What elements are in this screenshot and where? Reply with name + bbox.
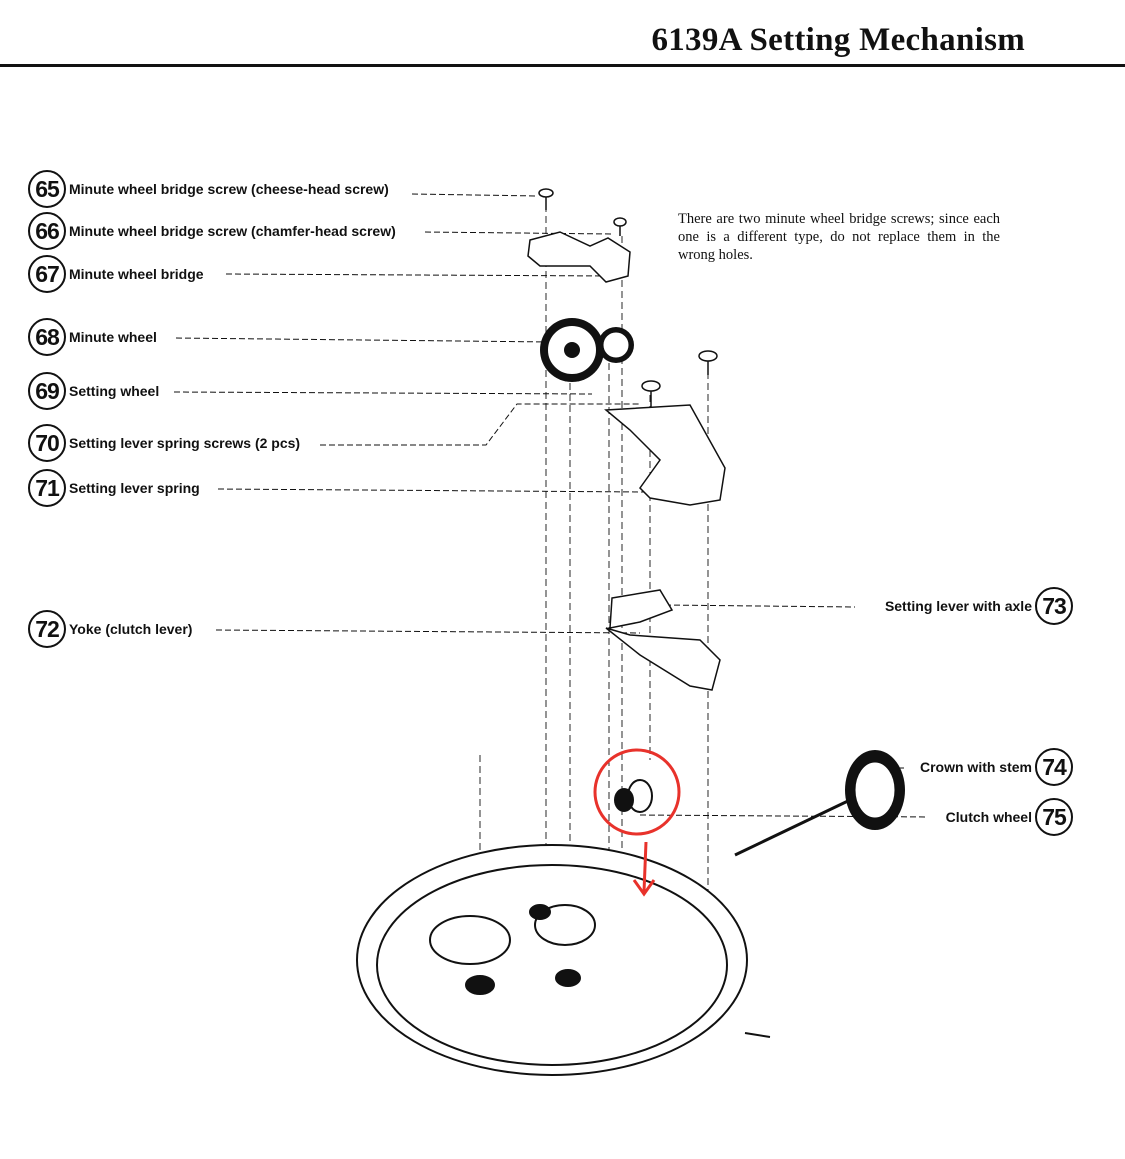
callout-label: Setting lever spring screws (2 pcs) [66, 435, 304, 451]
callout-label: Setting lever spring [66, 480, 203, 496]
screw-icon [538, 188, 554, 210]
callout-number: 66 [28, 212, 66, 250]
callout-number: 73 [1035, 587, 1073, 625]
crown-icon [734, 750, 905, 857]
callout-label: Minute wheel bridge screw (chamfer-head … [66, 223, 399, 239]
yoke-icon [605, 627, 721, 691]
setting-lever-icon [609, 589, 674, 629]
callout-label: Minute wheel bridge screw (cheese-head s… [66, 181, 392, 197]
callout-number: 67 [28, 255, 66, 293]
callout-number: 69 [28, 372, 66, 410]
callout-number: 71 [28, 469, 66, 507]
clutch-wheel-icon [614, 779, 653, 813]
callout-label: Clutch wheel [942, 809, 1035, 825]
minute-wheel-icon [540, 318, 604, 382]
callout-label: Minute wheel [66, 329, 160, 345]
highlight-circle [593, 748, 681, 836]
callout-number: 68 [28, 318, 66, 356]
callout-69: 69 Setting wheel [28, 372, 163, 410]
leader-lines [173, 193, 929, 818]
highlight-arrow-icon [632, 841, 656, 897]
callout-label: Minute wheel bridge [66, 266, 207, 282]
callout-75: 75 Clutch wheel [942, 798, 1073, 836]
callout-65: 65 Minute wheel bridge screw (cheese-hea… [28, 170, 392, 208]
setting-wheel-icon [598, 327, 634, 363]
screw-icon [744, 1032, 771, 1038]
callout-72: 72 Yoke (clutch lever) [28, 610, 196, 648]
assembly-note: There are two minute wheel bridge screws… [678, 211, 1000, 263]
setting-lever-spring-icon [604, 404, 726, 506]
callout-number: 72 [28, 610, 66, 648]
callout-68: 68 Minute wheel [28, 318, 160, 356]
callout-70: 70 Setting lever spring screws (2 pcs) [28, 424, 304, 462]
callout-74: 74 Crown with stem [916, 748, 1073, 786]
callout-number: 65 [28, 170, 66, 208]
page-title: 6139A Setting Mechanism [651, 22, 1025, 58]
callout-number: 75 [1035, 798, 1073, 836]
callout-number: 74 [1035, 748, 1073, 786]
callout-66: 66 Minute wheel bridge screw (chamfer-he… [28, 212, 399, 250]
title-rule [0, 64, 1125, 67]
screw-icon [613, 217, 627, 236]
callout-label: Setting wheel [66, 383, 163, 399]
callout-number: 70 [28, 424, 66, 462]
minute-wheel-bridge-icon [527, 231, 631, 283]
callout-67: 67 Minute wheel bridge [28, 255, 207, 293]
callout-label: Setting lever with axle [881, 598, 1035, 614]
callout-73: 73 Setting lever with axle [881, 587, 1073, 625]
callout-label: Crown with stem [916, 759, 1035, 775]
watch-movement-icon [356, 844, 748, 1076]
callout-71: 71 Setting lever spring [28, 469, 203, 507]
screw-icon [641, 350, 718, 408]
callout-label: Yoke (clutch lever) [66, 621, 196, 637]
